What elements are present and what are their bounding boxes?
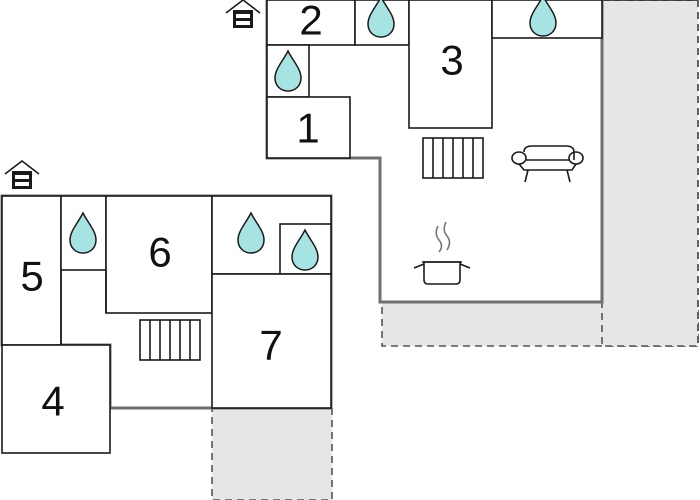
house-entrance-icon [4,160,40,190]
room-label-1: 1 [296,105,319,152]
terrace-bottom [211,407,333,500]
sofa-icon [511,145,584,183]
room-label-3: 3 [440,37,463,84]
terrace-right-side [601,0,699,347]
radiator-icon [139,319,201,361]
room-label-4: 4 [41,378,64,425]
upper-building [265,0,604,304]
room-label-5: 5 [20,253,43,300]
room-label-6: 6 [148,229,171,276]
radiator-icon [422,137,484,179]
house-entrance-icon [225,0,261,29]
room-label-2: 2 [299,0,322,44]
room-label-7: 7 [259,322,282,369]
cooking-pot-icon [413,221,471,285]
lower-building [0,194,333,454]
